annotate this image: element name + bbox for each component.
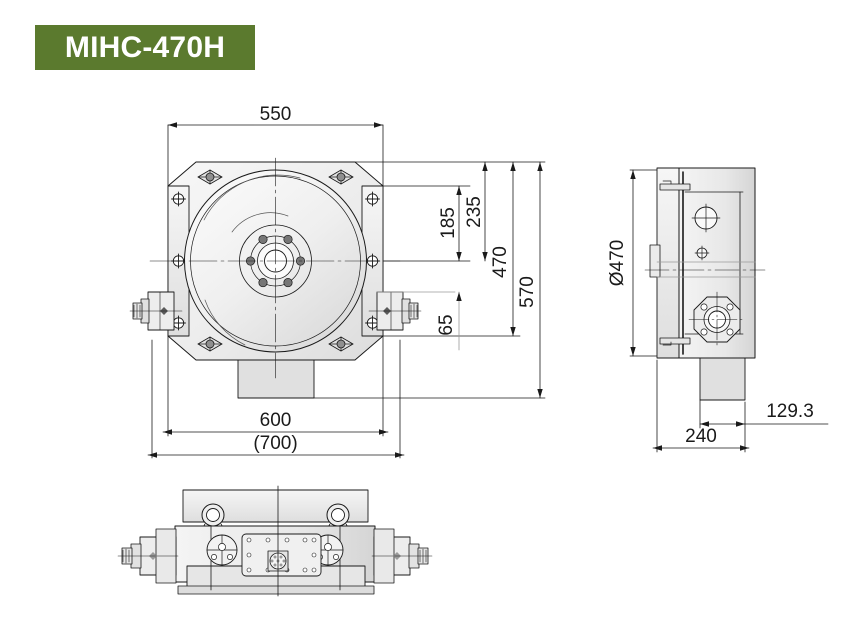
dim-700-label: (700) xyxy=(253,433,297,454)
front-view-left-shaft xyxy=(117,528,179,584)
locator-top-right xyxy=(328,169,354,185)
top-view-right-shaft xyxy=(368,291,422,331)
dim-65-label: 65 xyxy=(436,314,457,335)
model-title-badge: MIHC-470H xyxy=(35,25,255,70)
top-view-arc-right xyxy=(231,212,289,233)
front-view-right-shaft xyxy=(371,528,433,584)
top-view xyxy=(129,157,422,399)
front-view-lifting-eye-left xyxy=(201,503,225,530)
top-view-pedestal xyxy=(237,359,315,399)
locator-bottom-left xyxy=(197,336,223,352)
model-title-label: MIHC-470H xyxy=(64,30,226,64)
front-view-lifting-eye-right xyxy=(326,503,350,530)
top-view-corner-locators xyxy=(197,169,354,352)
dim-570-label: 570 xyxy=(517,276,538,308)
side-view-bottom-clamp xyxy=(659,337,691,346)
dim-235-label: 235 xyxy=(464,196,485,228)
locator-bottom-right xyxy=(328,336,354,352)
top-view-arc-upper xyxy=(203,174,301,221)
dim-550-label: 550 xyxy=(260,104,292,125)
side-view-upper-hole xyxy=(691,203,721,233)
side-view-flange xyxy=(688,291,746,348)
top-view-hub-bolts xyxy=(245,234,306,288)
front-view-base-foot xyxy=(177,585,375,595)
side-view-mid-hole xyxy=(694,245,710,261)
top-view-centerlines xyxy=(149,157,401,379)
top-view-dimensions: 550 600 (700) 185 xyxy=(147,104,546,459)
top-view-left-shaft xyxy=(129,291,183,331)
dim-1293-label: 129.3 xyxy=(766,401,814,422)
dim-240-label: 240 xyxy=(685,426,717,447)
side-view-pedestal xyxy=(699,357,746,401)
front-view xyxy=(117,485,433,597)
locator-top-left xyxy=(197,169,223,185)
side-view-dimensions: Ø470 240 129.3 xyxy=(607,169,829,453)
side-view xyxy=(644,167,766,401)
side-view-left-boss xyxy=(649,244,661,278)
top-view-arc-lower xyxy=(204,299,246,346)
dim-470-label: 470 xyxy=(490,246,511,278)
side-view-top-clamp xyxy=(659,180,691,191)
dim-d470-label: Ø470 xyxy=(607,240,628,286)
front-view-dial-left xyxy=(206,534,238,566)
front-view-cover-plate xyxy=(241,533,322,577)
dim-600-label: 600 xyxy=(260,410,292,431)
dim-185-label: 185 xyxy=(438,207,459,239)
